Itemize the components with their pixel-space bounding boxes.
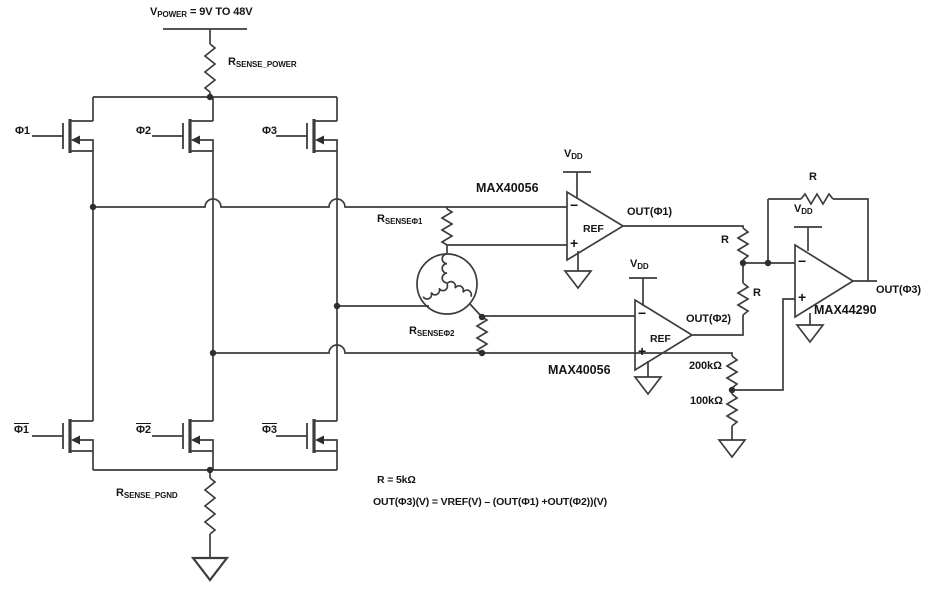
gate-label-phi2: Φ2 — [136, 125, 151, 137]
resistor-rsense-phi1 — [440, 208, 454, 246]
mosfet-phi3-bar — [274, 417, 339, 455]
amp3-out-label: OUT(Φ3) — [876, 284, 921, 296]
note-r-value: R = 5kΩ — [377, 474, 416, 486]
rsense-phi1-label: RSENSEΦ1 — [377, 213, 423, 226]
mosfet-phi2 — [150, 117, 215, 155]
amp2-name: MAX40056 — [548, 363, 611, 377]
gate-label-phi3: Φ3 — [262, 125, 277, 137]
power-and-bus-wires — [92, 28, 338, 558]
ground-symbol — [634, 376, 662, 395]
r-200k-label: 200kΩ — [689, 360, 722, 372]
amp2-plus-input: + — [638, 343, 647, 359]
amp1-vdd-label: VDD — [564, 148, 583, 161]
ground-symbol — [796, 324, 824, 343]
ground-symbol — [564, 270, 592, 289]
sense-network — [440, 207, 635, 354]
resistor-rsense-pgnd — [203, 477, 217, 535]
amp2-vdd-label: VDD — [630, 258, 649, 271]
amp3-name: MAX44290 — [814, 303, 877, 317]
gate-label-phi3-bar: Φ3 — [262, 424, 277, 436]
rsense-power-label: RSENSE_POWER — [228, 56, 297, 69]
amp3-plus-input: + — [798, 289, 807, 305]
r-sum-top-label: R — [721, 234, 729, 246]
note-output-formula: OUT(Φ3)(V) = VREF(V) – (OUT(Φ1) +OUT(Φ2)… — [373, 496, 607, 508]
amp2-minus-input: − — [638, 305, 647, 321]
r-sum-bottom-label: R — [753, 287, 761, 299]
resistor-100k — [725, 393, 739, 427]
gate-label-phi2-bar: Φ2 — [136, 424, 151, 436]
ground-symbol — [191, 556, 229, 582]
resistor-rsense-phi2 — [475, 316, 489, 354]
amp1-out-label: OUT(Φ1) — [627, 206, 672, 218]
resistor-200k — [725, 355, 739, 389]
amp2-out-label: OUT(Φ2) — [686, 313, 731, 325]
motor-symbol — [416, 253, 478, 315]
resistor-sum-bottom — [736, 282, 750, 316]
rsense-pgnd-label: RSENSE_PGND — [116, 487, 178, 500]
amp1-plus-input: + — [570, 235, 579, 251]
amp1-name: MAX40056 — [476, 181, 539, 195]
vpower-label: VPOWER = 9V TO 48V — [150, 6, 253, 19]
ground-symbol — [718, 439, 746, 458]
mosfet-phi2-bar — [150, 417, 215, 455]
mosfet-bridge — [30, 117, 339, 455]
resistor-feedback — [800, 192, 834, 206]
amp3-minus-input: − — [798, 253, 807, 269]
mosfet-phi3 — [274, 117, 339, 155]
resistor-sum-top — [736, 227, 750, 261]
opamp2 — [629, 277, 744, 377]
amp1-ref-label: REF — [583, 223, 604, 235]
r-feedback-label: R — [809, 171, 817, 183]
resistor-rsense-power — [203, 43, 217, 93]
r-100k-label: 100kΩ — [690, 395, 723, 407]
amp3-vdd-label: VDD — [794, 203, 813, 216]
rsense-phi2-label: RSENSEΦ2 — [409, 325, 455, 338]
mosfet-phi1-bar — [30, 417, 95, 455]
mosfet-phi1 — [30, 117, 95, 155]
amp2-ref-label: REF — [650, 333, 671, 345]
gate-label-phi1: Φ1 — [15, 125, 30, 137]
amp1-minus-input: − — [570, 197, 579, 213]
junction-dots — [89, 93, 772, 474]
opamp1 — [563, 171, 744, 271]
gate-label-phi1-bar: Φ1 — [14, 424, 29, 436]
phase-wires — [93, 198, 733, 356]
